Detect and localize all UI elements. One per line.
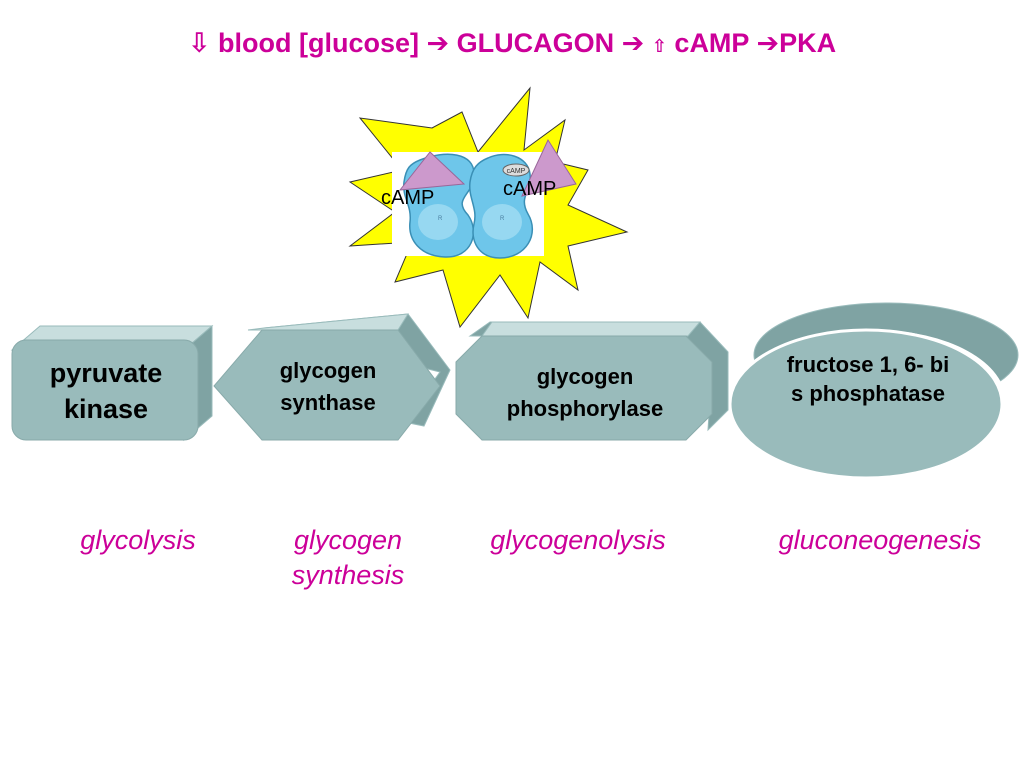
arrow-right-icon: ➔ <box>756 28 780 58</box>
arrow-right-icon: ➔ <box>426 28 450 58</box>
pyruvate-kinase-shape <box>10 324 214 442</box>
glycogen-synthase-label: glycogen synthase <box>279 358 377 415</box>
pathway-glycogenolysis: glycogenolysis <box>490 525 666 555</box>
pka-protein-graphic: cAMP R R <box>392 138 577 259</box>
title-camp: cAMP <box>674 28 749 58</box>
glycogen-synthase-shape <box>213 313 451 441</box>
title-pka: PKA <box>779 28 837 58</box>
title-blood-glucose: blood [glucose] <box>218 28 419 58</box>
r-label-right: R <box>500 216 505 222</box>
camp-bubble <box>502 163 530 177</box>
camp-wedge-right <box>521 138 577 197</box>
camp-bubble-label: cAMP <box>507 168 526 175</box>
pathway-gluconeogenesis: gluconeogenesis <box>778 525 982 555</box>
pathway-glycolysis: glycolysis <box>80 525 196 555</box>
pyruvate-kinase-label: pyruvate kinase <box>49 358 163 424</box>
camp-label-right: cAMP <box>503 178 557 200</box>
highlight-right <box>482 204 522 240</box>
highlight-left <box>418 204 458 240</box>
title-glucagon: GLUCAGON <box>456 28 615 58</box>
arrow-right-icon: ➔ <box>621 28 645 58</box>
r-label-left: R <box>438 216 443 222</box>
slide-title: ⇩ blood [glucose] ➔ GLUCAGON ➔ ⇧ cAMP ➔P… <box>0 28 1024 59</box>
pathway-glycogen-synthesis: glycogen synthesis <box>291 525 405 590</box>
down-arrow-icon: ⇩ <box>187 28 211 58</box>
glycogen-phosphorylase-shape <box>455 321 729 441</box>
camp-label-left: cAMP <box>381 187 435 209</box>
fructose-bisphosphatase-label: fructose 1, 6- bis phosphatase <box>786 352 950 406</box>
fructose-bisphosphatase-shape <box>728 302 1019 480</box>
up-arrow-icon: ⇧ <box>651 36 667 56</box>
glycogen-phosphorylase-label: glycogen phosphorylase <box>506 364 664 421</box>
camp-wedge-left <box>398 151 466 191</box>
